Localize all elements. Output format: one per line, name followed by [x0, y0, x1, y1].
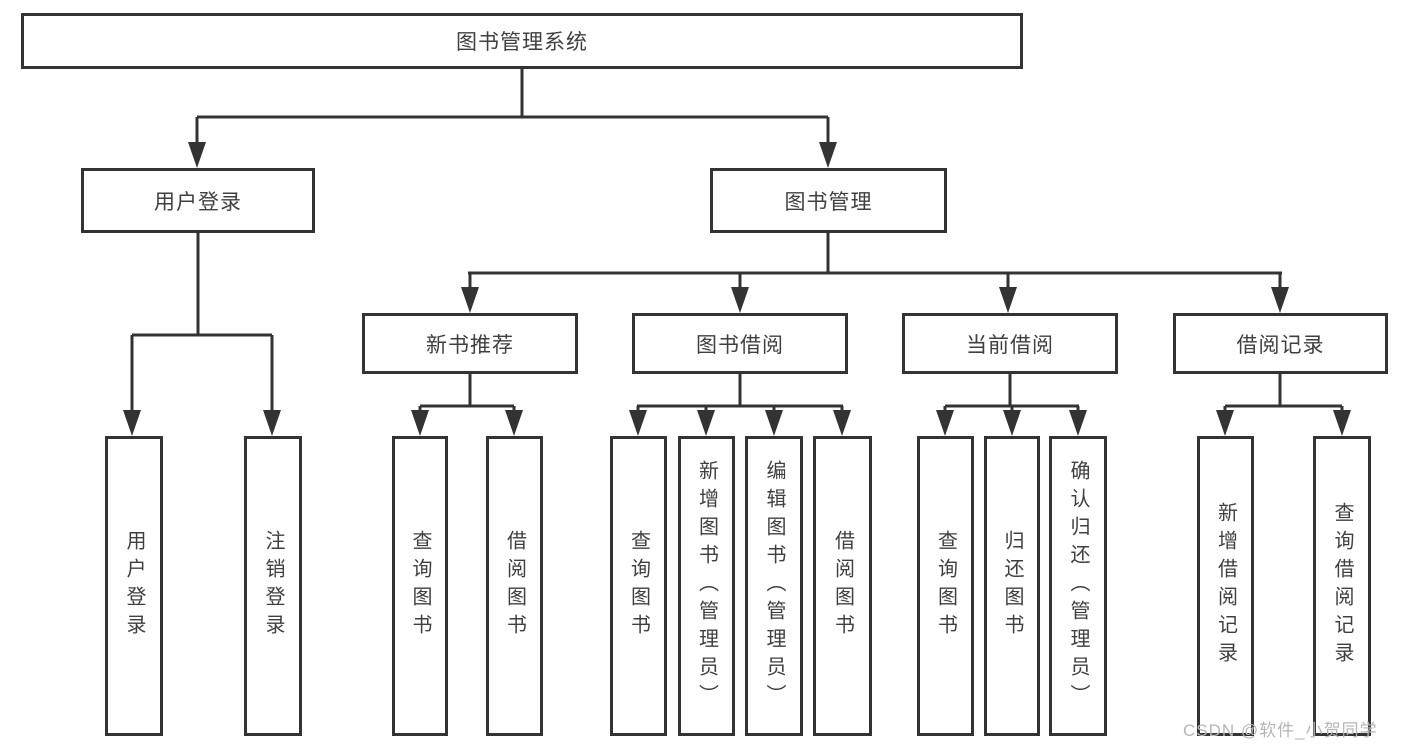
leaf-current-return-book: 归还图书 [984, 436, 1040, 736]
leaf-current-query-book: 查询图书 [917, 436, 974, 736]
node-new-book-recommend: 新书推荐 [362, 313, 578, 374]
leaf-borrow-add-book-admin: 新增图书（管理员） [678, 436, 735, 736]
leaf-user-login: 用户登录 [105, 436, 163, 736]
leaf-borrow-query-book: 查询图书 [610, 436, 667, 736]
leaf-logout: 注销登录 [244, 436, 302, 736]
node-user-login: 用户登录 [81, 168, 315, 233]
arrowheads [123, 142, 1351, 436]
leaf-records-query-record: 查询借阅记录 [1313, 436, 1371, 736]
csdn-watermark: CSDN @软件_小贺同学 [1183, 721, 1378, 740]
leaf-newbook-query-book: 查询图书 [392, 436, 448, 736]
leaf-borrow-borrow-book: 借阅图书 [813, 436, 872, 736]
leaf-newbook-borrow-book: 借阅图书 [486, 436, 543, 736]
leaf-current-confirm-return-admin: 确认归还（管理员） [1049, 436, 1107, 736]
node-root-title: 图书管理系统 [21, 13, 1023, 69]
leaf-borrow-edit-book-admin: 编辑图书（管理员） [745, 436, 803, 736]
node-current-borrow: 当前借阅 [902, 313, 1118, 374]
connector-path [130, 69, 1344, 414]
node-borrow-records: 借阅记录 [1173, 313, 1388, 374]
leaf-records-add-record: 新增借阅记录 [1197, 436, 1254, 736]
node-book-management: 图书管理 [710, 168, 947, 233]
node-book-borrow: 图书借阅 [632, 313, 848, 374]
